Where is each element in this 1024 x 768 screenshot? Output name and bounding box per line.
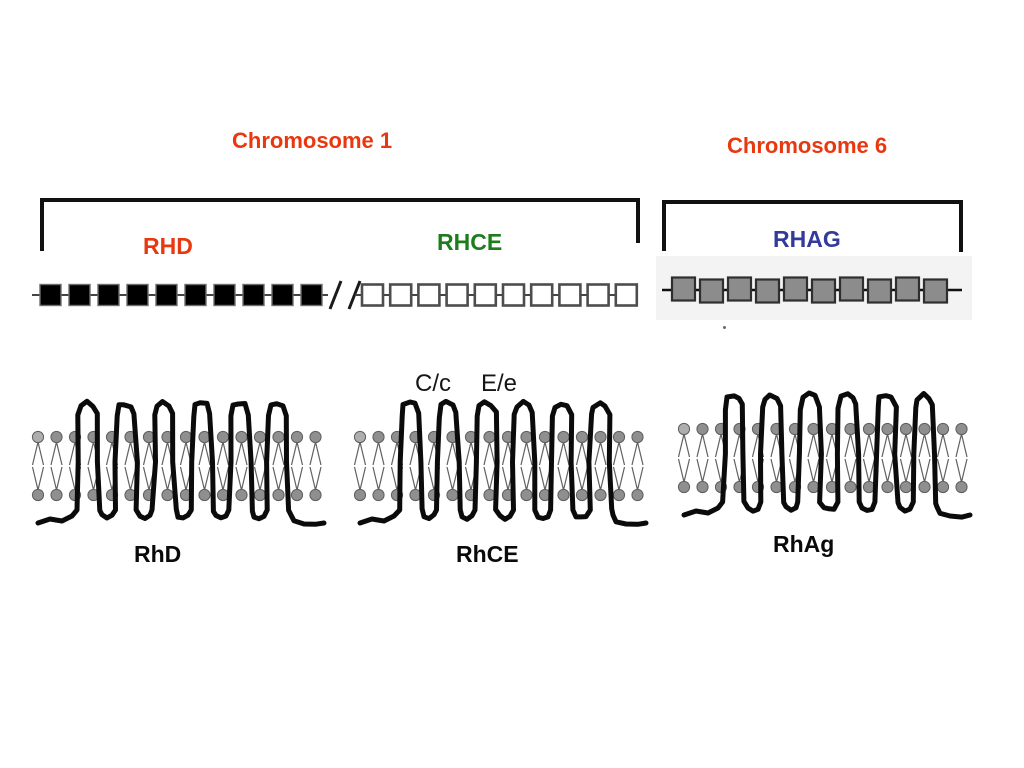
rhce-gene-label: RHCE [437,229,503,255]
rhce-membrane-protein-diagram [353,398,649,527]
chromosome-1-exon-map [32,280,639,310]
chromosome-6-title: Chromosome 6 [727,133,888,158]
stray-dot [723,326,726,329]
chromosome-6-bracket [662,200,963,252]
rhd-gene-label: RHD [143,233,193,259]
chromosome-1-bracket [40,198,640,251]
rhce-protein-label: RhCE [456,541,519,567]
antigen-label-cc: C/c [415,370,451,397]
rhag-membrane-protein-diagram [677,390,973,520]
rhd-protein-label: RhD [134,541,182,567]
rhag-gene-label: RHAG [773,226,841,252]
antigen-label-ee: E/e [481,370,518,397]
chromosome-6-exon-map [656,256,972,320]
rhd-membrane-protein-diagram [31,398,327,527]
rhag-protein-label: RhAg [773,531,835,557]
chromosome-1-title: Chromosome 1 [232,128,393,153]
